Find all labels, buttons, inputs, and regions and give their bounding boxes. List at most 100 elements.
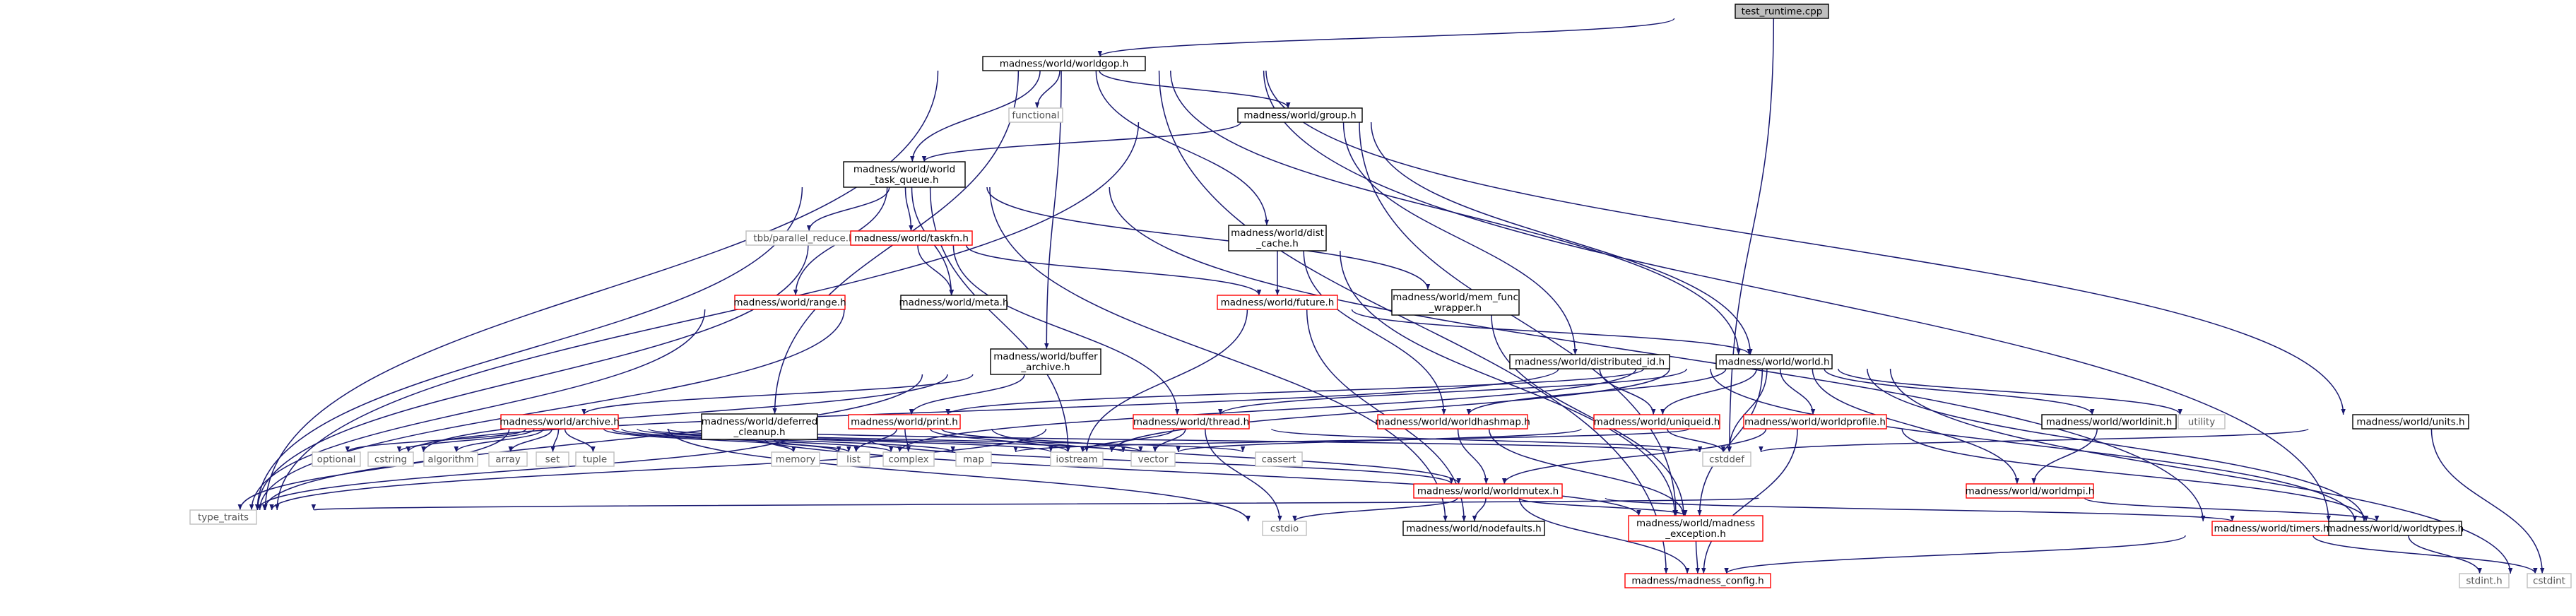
node-box <box>2459 573 2510 588</box>
dependency-edge <box>1109 368 1670 453</box>
node-label: cstring <box>374 454 407 466</box>
dependency-edge <box>1205 428 1282 522</box>
edge-deferred_cleanup-to-list <box>773 439 851 453</box>
node-print[interactable]: madness/world/print.h <box>848 414 961 430</box>
dependency-edge <box>773 439 851 453</box>
node-vector: vector <box>1130 451 1176 467</box>
dependency-edge <box>1085 309 1248 453</box>
edge-world-to-cstddef <box>1727 368 1768 453</box>
node-taskfn[interactable]: madness/world/taskfn.h <box>850 230 973 246</box>
node-memory: memory <box>771 451 820 467</box>
node-dist-cache[interactable]: madness/world/dist_cache.h <box>1228 225 1327 251</box>
node-label: stdint.h <box>2466 576 2502 587</box>
node-worldgop[interactable]: madness/world/worldgop.h <box>982 56 1146 71</box>
edge-world_task_queue-to-mem_func_wrapper <box>986 186 1431 290</box>
node-worldmpi[interactable]: madness/world/worldmpi.h <box>1966 483 2095 499</box>
edge-madness_exception-to-madness_config <box>1695 540 1701 574</box>
node-mem-func-wrapper[interactable]: madness/world/mem_func_wrapper.h <box>1391 289 1520 316</box>
node-label: madness/world/future.h <box>1221 297 1335 309</box>
node-label: madness/world/archive.h <box>500 417 620 428</box>
edge-world-to-cstdint <box>1889 368 2513 574</box>
node-optional: optional <box>312 451 361 467</box>
dependency-edge <box>2312 535 2538 574</box>
edge-taskfn-to-thread <box>952 244 1180 415</box>
node-box <box>488 451 528 467</box>
dependency-edge <box>1518 497 1690 574</box>
node-box <box>701 413 818 440</box>
dependency-edge <box>1034 70 1060 109</box>
node-box <box>982 56 1146 71</box>
dependency-edge <box>1889 368 2513 574</box>
node-algorithm: algorithm <box>423 451 478 467</box>
dependency-edge <box>991 428 1461 485</box>
node-world[interactable]: madness/world/world.h <box>1715 354 1833 369</box>
edge-layer <box>237 18 2545 574</box>
dependency-edge <box>603 428 841 453</box>
node-future[interactable]: madness/world/future.h <box>1217 295 1338 310</box>
node-label: _archive.h <box>1020 362 1070 373</box>
node-worldmutex[interactable]: madness/world/worldmutex.h <box>1413 483 1563 499</box>
edge-print-to-type_traits <box>255 428 803 511</box>
dependency-edge <box>1152 428 1186 453</box>
edge-test_runtime-to-cstddef <box>1727 18 1775 453</box>
node-layer: test_runtime.cpp madness/world/worldgop.h… <box>189 4 2572 588</box>
dependency-edge <box>1342 122 1578 355</box>
dependency-edge <box>897 368 1637 453</box>
node-test-runtime[interactable]: test_runtime.cpp <box>1735 4 1829 19</box>
edge-group-to-world_task_queue <box>921 122 1241 162</box>
node-deferred-cleanup[interactable]: madness/world/deferred_cleanup.h <box>701 413 818 440</box>
edge-buffer_archive-to-type_traits <box>262 374 923 511</box>
node-box <box>1702 451 1751 467</box>
dependency-edge <box>1099 70 1291 109</box>
node-world-task-queue[interactable]: madness/world/world_task_queue.h <box>843 161 966 188</box>
node-range[interactable]: madness/world/range.h <box>733 295 846 310</box>
dependency-edge <box>237 428 510 511</box>
dependency-edge <box>1518 497 1688 516</box>
node-worldtypes[interactable]: madness/world/worldtypes.h <box>2327 521 2464 536</box>
node-worldhashmap[interactable]: madness/world/worldhashmap.h <box>1375 414 1530 430</box>
dependency-edge <box>1599 368 1656 415</box>
node-array: array <box>488 451 528 467</box>
node-distributed-id[interactable]: madness/world/distributed_id.h <box>1509 354 1670 369</box>
node-archive[interactable]: madness/world/archive.h <box>500 414 620 430</box>
edge-worldmpi-to-type_traits <box>312 497 1760 511</box>
dependency-edge <box>637 428 1053 453</box>
node-box <box>1377 414 1528 430</box>
edge-world-to-worldprofile <box>1779 368 1816 415</box>
node-worldprofile[interactable]: madness/world/worldprofile.h <box>1743 414 1887 430</box>
node-buffer-archive[interactable]: madness/world/buffer_archive.h <box>990 348 1101 375</box>
node-thread[interactable]: madness/world/thread.h <box>1133 414 1250 430</box>
edge-world-to-iostream <box>1109 368 1670 453</box>
node-functional: functional <box>1008 107 1063 123</box>
node-meta[interactable]: madness/world/meta.h <box>899 295 1009 310</box>
node-timers[interactable]: madness/world/timers.h <box>2211 521 2332 536</box>
dependency-edge <box>1013 428 1690 453</box>
dependency-edge <box>945 368 1645 415</box>
node-worldinit[interactable]: madness/world/worldinit.h <box>2041 414 2177 430</box>
node-box <box>843 161 966 188</box>
node-group[interactable]: madness/world/group.h <box>1237 107 1363 123</box>
node-label: madness/world/worldmpi.h <box>1966 486 2095 497</box>
node-label: map <box>963 454 984 466</box>
node-tbb-parallel: tbb/parallel_reduce.h <box>745 230 863 246</box>
edge-distributed_id-to-uniqueid <box>1599 368 1656 415</box>
node-units[interactable]: madness/world/units.h <box>2352 414 2469 430</box>
dependency-edge <box>1263 70 2331 522</box>
dependency-edge <box>1701 428 1798 574</box>
dependency-edge <box>1759 428 2309 453</box>
edge-world_task_queue-to-type_traits <box>255 186 803 511</box>
node-box <box>771 451 820 467</box>
dependency-edge <box>508 428 553 453</box>
dependency-edge <box>1457 428 1489 485</box>
node-madness-exception[interactable]: madness/world/madness_exception.h <box>1628 515 1763 542</box>
edge-world-to-worldinit <box>1824 368 2095 415</box>
node-madness-config[interactable]: madness/madness_config.h <box>1624 573 1771 588</box>
dependency-edge <box>1901 428 2369 522</box>
dependency-edge <box>806 186 890 232</box>
node-label: _wrapper.h <box>1429 302 1482 314</box>
edge-archive-to-map <box>621 428 955 453</box>
node-uniqueid[interactable]: madness/world/uniqueid.h <box>1593 414 1720 430</box>
node-nodefaults[interactable]: madness/world/nodefaults.h <box>1402 521 1545 536</box>
dependency-edge <box>345 428 527 453</box>
node-box <box>189 509 257 525</box>
